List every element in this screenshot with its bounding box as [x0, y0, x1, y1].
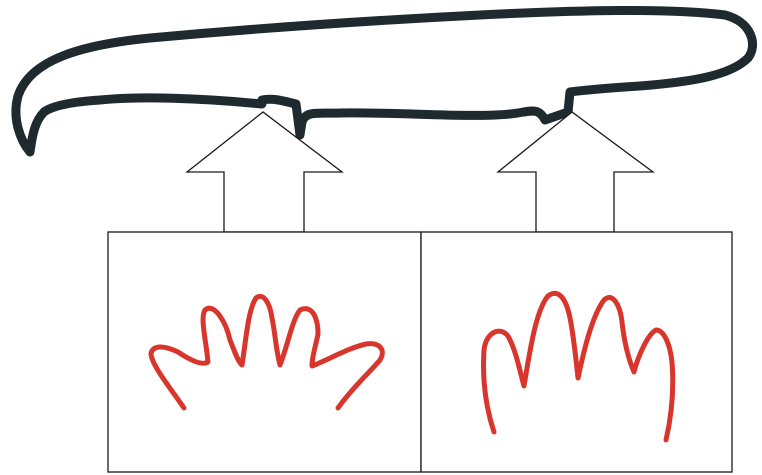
five-digit-hand-icon [148, 294, 385, 411]
left-up-arrow-icon [185, 111, 344, 233]
four-digit-hand-icon [481, 290, 676, 443]
right-up-arrow-icon [496, 111, 655, 233]
animal-body-outline-icon [11, 5, 757, 157]
left-panel [107, 231, 422, 473]
